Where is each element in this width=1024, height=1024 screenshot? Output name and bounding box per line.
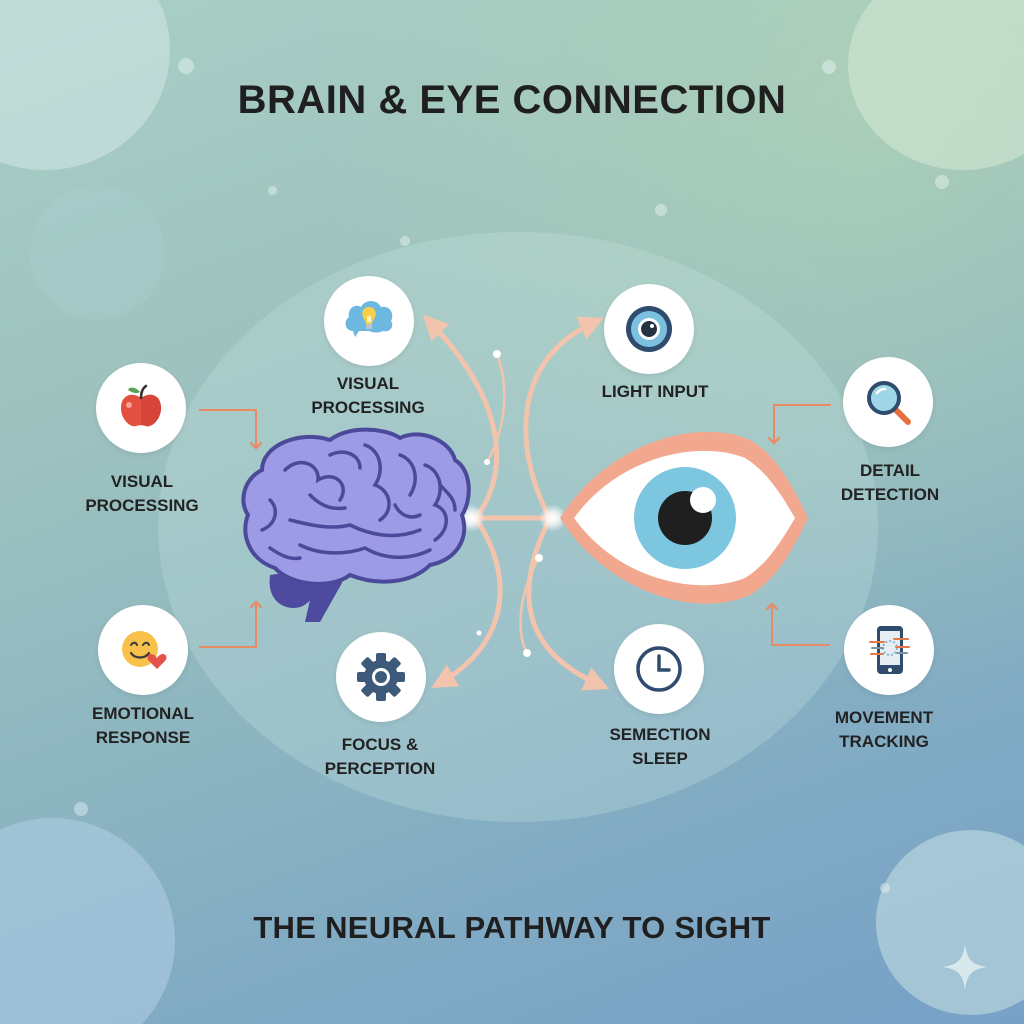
glow-node	[539, 504, 567, 532]
node-clock	[614, 624, 704, 714]
node-detail	[843, 357, 933, 447]
lightbulb-bubble-icon	[345, 301, 393, 337]
connector-movement-eye	[765, 602, 830, 646]
apple-icon	[121, 384, 161, 427]
smiley-heart-icon	[122, 631, 167, 669]
eye-lens-icon	[626, 306, 672, 352]
page-subtitle: THE NEURAL PATHWAY TO SIGHT	[253, 910, 771, 945]
connector-apple-brain	[199, 409, 263, 450]
clock-icon	[636, 646, 682, 692]
bg-bubble	[876, 830, 1024, 1015]
bg-dot	[935, 175, 949, 189]
node-light	[604, 284, 694, 374]
label-apple: VISUAL PROCESSING	[85, 472, 199, 515]
label-emotion: EMOTIONAL RESPONSE	[92, 704, 194, 747]
pathway-arrow-down-right	[526, 519, 610, 691]
brain-illustration	[241, 427, 471, 622]
neuron-strand	[485, 352, 506, 464]
page-title: BRAIN & EYE CONNECTION	[237, 78, 787, 122]
label-movement: MOVEMENT TRACKING	[834, 708, 934, 751]
magnifier-icon	[867, 381, 911, 425]
bg-dot	[178, 58, 194, 74]
connector-emotion-brain	[199, 600, 263, 648]
bg-dot	[74, 802, 88, 816]
connector-detail-eye	[767, 404, 831, 445]
node-idea	[324, 276, 414, 366]
eye-illustration	[560, 431, 808, 604]
bg-dot	[400, 236, 410, 246]
sparkle-icon	[942, 944, 988, 990]
label-detail: DETAIL DETECTION	[840, 461, 940, 504]
node-gear	[336, 632, 426, 722]
node-apple	[96, 363, 186, 453]
neuron-strand	[519, 556, 541, 655]
bg-dot	[268, 186, 277, 195]
pathway-arrow-down-left	[431, 519, 503, 688]
bg-dot	[655, 204, 667, 216]
label-clock: SEMECTION SLEEP	[609, 725, 711, 768]
label-light: LIGHT INPUT	[601, 382, 709, 401]
node-movement	[844, 605, 934, 695]
pathway-arrow-up-right	[523, 316, 605, 518]
bg-dot	[822, 60, 836, 74]
bg-dot	[880, 883, 890, 893]
label-gear: FOCUS & PERCEPTION	[324, 735, 436, 778]
bg-bubble	[30, 185, 165, 320]
label-idea: VISUAL PROCESSING	[311, 374, 425, 417]
gear-icon	[357, 653, 405, 701]
pathway-arrow-up-left	[423, 314, 500, 518]
node-emotion	[98, 605, 188, 695]
phone-motion-icon	[869, 626, 910, 674]
